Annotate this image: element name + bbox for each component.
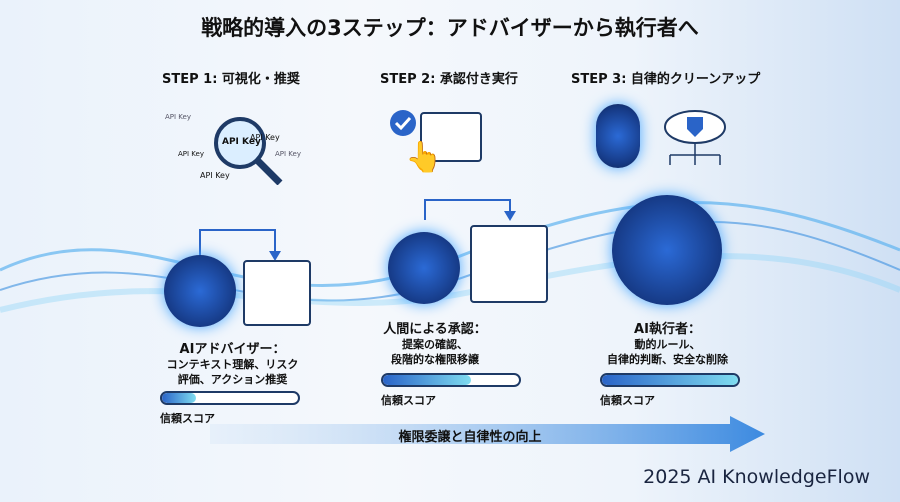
trust-score-fill [383, 375, 472, 385]
step-3-description: AI執行者： 動的ルール、 自律的判断、安全な削除 [585, 322, 750, 367]
magnifier-icon [214, 117, 283, 186]
brain-icon [612, 195, 722, 305]
api-key-cloud: API Key API Key API Key API Key API Key … [160, 105, 310, 186]
arrow-label: 権限委譲と自律性の向上 [398, 430, 542, 445]
footer-brand: 2025 AI KnowledgeFlow [643, 466, 870, 488]
trust-score-bar-1 [160, 391, 300, 405]
flow-arrow [424, 199, 516, 221]
cloud-shield-icon [664, 110, 726, 165]
desc-line: 段階的な権限移譲 [391, 353, 479, 366]
step-2-description: 人間による承認： 提案の確認、 段階的な権限移譲 [365, 322, 505, 367]
brain-icon [388, 232, 460, 304]
trust-score-fill [162, 393, 196, 403]
trust-score-fill [602, 375, 738, 385]
step-1-description: AIアドバイザー： コンテキスト理解、リスク 評価、アクション推奨 [150, 342, 315, 387]
step-1-label: STEP 1: 可視化・推奨 [162, 72, 300, 87]
trust-score-label: 信頼スコア [160, 412, 215, 425]
desc-line: 動的ルール、 [634, 338, 701, 351]
step-2-heading: 人間による承認： [383, 322, 487, 337]
desc-line: 提案の確認、 [402, 338, 468, 351]
api-key-tag: API Key [275, 150, 301, 158]
desc-line: コンテキスト理解、リスク [166, 358, 299, 371]
step-3-heading: AI執行者： [634, 322, 701, 337]
desc-line: 自律的判断、安全な削除 [607, 353, 728, 366]
step-2-label: STEP 2: 承認付き実行 [380, 72, 518, 87]
check-circle-icon [390, 110, 416, 136]
page-title: 戦略的導入の3ステップ：アドバイザーから執行者へ [201, 16, 699, 40]
desc-line: 評価、アクション推奨 [177, 373, 288, 386]
api-key-tag: API Key [200, 171, 230, 180]
api-key-tag: API Key [165, 113, 191, 121]
flow-arrow [199, 229, 281, 261]
trust-score-bar-2 [381, 373, 521, 387]
step-1-heading: AIアドバイザー： [179, 342, 286, 357]
trust-score-label: 信頼スコア [600, 394, 655, 407]
progress-arrow [210, 416, 765, 452]
checklist-icon [243, 260, 311, 326]
approval-window [420, 112, 482, 162]
trust-score-label: 信頼スコア [381, 394, 436, 407]
trust-score-bar-3 [600, 373, 740, 387]
api-key-tag: API Key [178, 150, 204, 158]
api-key-tag: API Key [222, 137, 261, 147]
step-3-label: STEP 3: 自律的クリーンアップ [571, 72, 761, 87]
api-key-tag: API Key [250, 133, 280, 142]
hand-pointer-icon: 👆 [405, 140, 443, 175]
robot-icon [596, 104, 640, 168]
approval-window [470, 225, 548, 303]
brain-icon [164, 255, 236, 327]
